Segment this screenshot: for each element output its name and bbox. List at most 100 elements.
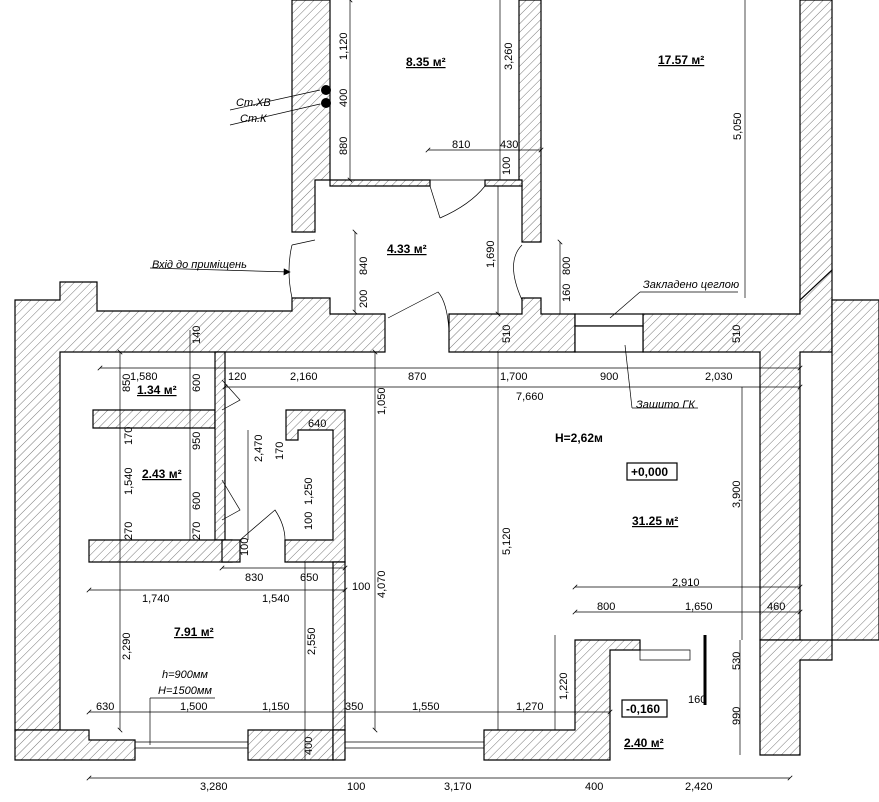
dim-label: 800 bbox=[597, 601, 615, 613]
dimension-labels: 1,120 400 880 3,260 810 430 100 5,050 84… bbox=[96, 32, 785, 793]
wall-main-right bbox=[642, 268, 833, 641]
dim-label: 810 bbox=[452, 139, 470, 151]
dim-label: 880 bbox=[338, 137, 350, 155]
dim-label: 950 bbox=[191, 432, 203, 450]
room-area-wc1: 1.34 м² bbox=[137, 383, 177, 397]
level-lower: -0,160 bbox=[626, 702, 660, 716]
dim-label: 1,650 bbox=[685, 601, 713, 613]
note-window-H: H=1500мм bbox=[158, 685, 212, 697]
dim-label: 2,550 bbox=[306, 627, 318, 655]
dim-label: 100 bbox=[501, 157, 513, 175]
dim-label: 400 bbox=[303, 737, 315, 755]
wall-upper-left bbox=[291, 0, 331, 233]
dimension-lines bbox=[86, 0, 803, 781]
door-entrance bbox=[288, 239, 316, 299]
dim-label: 900 bbox=[600, 371, 618, 383]
wall-room-left-div bbox=[332, 561, 346, 731]
dim-label: 3,280 bbox=[200, 781, 228, 793]
wall-bath-lower bbox=[329, 179, 431, 187]
dim-label: 830 bbox=[245, 572, 263, 584]
cold-water-pipe-icon bbox=[321, 85, 331, 95]
dim-label: 990 bbox=[731, 707, 743, 725]
dim-label: 1,270 bbox=[516, 701, 544, 713]
door-corridor-right bbox=[513, 244, 523, 301]
note-window-h: h=900мм bbox=[162, 669, 208, 681]
door-main bbox=[387, 291, 450, 331]
dim-label: 840 bbox=[358, 257, 370, 275]
dim-label: 510 bbox=[501, 325, 513, 343]
wall-closet bbox=[284, 409, 346, 563]
doors bbox=[221, 179, 707, 705]
dim-label: 1,580 bbox=[130, 371, 158, 383]
note-cold-water: Ст.ХВ bbox=[236, 97, 271, 109]
dim-label: 4,070 bbox=[376, 570, 388, 598]
wall-right-top bbox=[799, 0, 833, 323]
wall-right-lower bbox=[831, 299, 879, 641]
level-main: +0,000 bbox=[631, 465, 668, 479]
room-area-wc2: 2.43 м² bbox=[142, 467, 182, 481]
dim-label: 1,050 bbox=[376, 387, 388, 415]
dim-label: 1,690 bbox=[485, 240, 497, 268]
dim-label: 1,540 bbox=[123, 467, 135, 495]
dim-label: 1,500 bbox=[180, 701, 208, 713]
dim-label: 640 bbox=[308, 418, 326, 430]
dim-label: 510 bbox=[731, 325, 743, 343]
dim-label: 600 bbox=[191, 492, 203, 510]
wall-wc1-bottom bbox=[92, 409, 216, 429]
dim-label: 2,470 bbox=[253, 434, 265, 462]
room-area-hall: 4.33 м² bbox=[387, 242, 427, 256]
ceiling-height: H=2,62м bbox=[555, 431, 603, 445]
dim-label: 530 bbox=[731, 652, 743, 670]
dim-label: 120 bbox=[228, 371, 246, 383]
dim-label: 5,120 bbox=[501, 527, 513, 555]
dim-label: 2,910 bbox=[672, 577, 700, 589]
dim-label: 400 bbox=[338, 89, 350, 107]
dim-label: 170 bbox=[274, 442, 286, 460]
wall-bottom-2 bbox=[332, 729, 346, 761]
door-lower bbox=[639, 649, 691, 661]
dim-label: 1,120 bbox=[338, 32, 350, 60]
dim-label: 800 bbox=[561, 257, 573, 275]
wall-left-lower bbox=[14, 729, 136, 761]
dim-label: 850 bbox=[121, 374, 133, 392]
door-wc2 bbox=[221, 479, 241, 521]
note-bricked: Закладено цеглою bbox=[643, 279, 739, 291]
room-areas: 8.35 м² 17.57 м² 4.33 м² 1.34 м² 2.43 м²… bbox=[137, 53, 704, 750]
dim-label: 1,540 bbox=[262, 593, 290, 605]
wall-main-left bbox=[14, 281, 386, 731]
wall-upper-mid bbox=[518, 0, 542, 243]
dim-label: 1,550 bbox=[412, 701, 440, 713]
dim-label: 140 bbox=[191, 326, 203, 344]
wall-corridor-stub bbox=[221, 539, 241, 563]
walls bbox=[14, 0, 879, 761]
level-box-main bbox=[626, 462, 678, 481]
room-area-lower-right: 2.40 м² bbox=[624, 736, 664, 750]
dim-label: 3,170 bbox=[444, 781, 472, 793]
dim-label: 200 bbox=[358, 290, 370, 308]
dim-label: 7,660 bbox=[516, 391, 544, 403]
gk-panel bbox=[574, 325, 644, 353]
dim-label: 400 bbox=[585, 781, 603, 793]
dim-label: 630 bbox=[96, 701, 114, 713]
room-area-room-left: 7.91 м² bbox=[174, 625, 214, 639]
door-closet bbox=[239, 509, 286, 541]
dim-label: 1,740 bbox=[142, 593, 170, 605]
note-gk: Зашито ГК bbox=[636, 399, 695, 411]
wall-wc2-bottom bbox=[88, 539, 233, 563]
dim-label: 2,030 bbox=[705, 371, 733, 383]
dim-label: 350 bbox=[345, 701, 363, 713]
dim-label: 1,700 bbox=[500, 371, 528, 383]
dim-label: 160 bbox=[561, 284, 573, 302]
dim-label: 1,150 bbox=[262, 701, 290, 713]
wall-right-bottom bbox=[759, 639, 833, 756]
dim-label: 270 bbox=[191, 522, 203, 540]
dim-label: 170 bbox=[123, 427, 135, 445]
bricked-up-opening bbox=[574, 313, 644, 327]
note-entrance: Вхід до приміщень bbox=[152, 259, 247, 271]
wall-wc-right bbox=[214, 351, 226, 541]
dim-label: 430 bbox=[500, 139, 518, 151]
dim-label: 100 bbox=[239, 538, 251, 556]
dim-label: 1,220 bbox=[558, 672, 570, 700]
dim-label: 100 bbox=[347, 781, 365, 793]
level-box-lower bbox=[621, 699, 668, 718]
